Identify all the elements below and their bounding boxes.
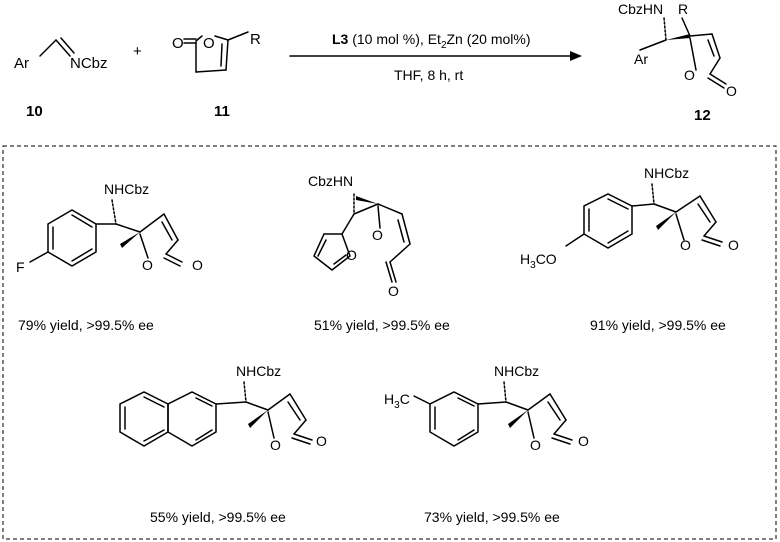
ex5-ring-o: O (530, 437, 541, 453)
example-5-structure: NHCbz H3C O O (384, 363, 589, 453)
reactant-imine: Ar NCbz 10 (14, 37, 108, 120)
example-3-structure: NHCbz H3CO O O (520, 165, 739, 271)
example-2-yield: 51% yield, >99.5% ee (314, 317, 450, 333)
furanone-r-label: R (250, 31, 261, 48)
product-ar-label: Ar (634, 51, 648, 67)
example-2-structure: CbzHN O O O (308, 173, 411, 299)
ex3-ring-o: O (680, 237, 691, 253)
conditions-line-2: THF, 8 h, rt (394, 67, 463, 83)
ex2-furan-o: O (346, 247, 357, 263)
catalyst-label: L3 (332, 31, 349, 47)
product-ring-o: O (684, 67, 695, 83)
product-cbzhn-label: CbzHN (618, 1, 663, 17)
ex1-carbonyl-o: O (192, 257, 203, 273)
plus-sign: + (133, 43, 142, 60)
furanone-carbonyl-o: O (172, 35, 184, 52)
ex4-carbonyl-o: O (316, 433, 327, 449)
ex4-nhcbz-label: NHCbz (236, 363, 281, 379)
ex3-methoxy-label: H3CO (520, 251, 557, 271)
catalyst-loading: (10 mol %), Et (348, 31, 441, 47)
example-4-structure: NHCbz O O (119, 363, 327, 453)
imine-ar-label: Ar (14, 55, 29, 72)
ex5-carbonyl-o: O (578, 433, 589, 449)
conditions-line-1: L3 (10 mol %), Et2Zn (20 mol%) (332, 31, 531, 51)
furanone-ring-o: O (203, 35, 215, 52)
ex5-methyl-label: H3C (384, 391, 410, 411)
ex4-ring-o: O (270, 437, 281, 453)
ex2-cbzhn-label: CbzHN (308, 173, 353, 189)
reaction-arrow (289, 51, 582, 61)
ex1-nhcbz-label: NHCbz (104, 181, 149, 197)
substrate-scope-box (2, 145, 777, 540)
example-5-yield: 73% yield, >99.5% ee (424, 509, 560, 525)
example-1-structure: NHCbz F O O (16, 181, 203, 275)
ex1-fluoro-label: F (16, 259, 25, 275)
ex2-ring-o: O (372, 227, 383, 243)
example-3-yield: 91% yield, >99.5% ee (590, 317, 726, 333)
compound-number-12: 12 (694, 107, 711, 124)
product-12: CbzHN R Ar O O 12 (618, 1, 737, 124)
et2-subscript: 2 (441, 40, 447, 51)
ex1-ring-o: O (142, 257, 153, 273)
product-carbonyl-o: O (726, 83, 737, 99)
imine-ncbz-label: NCbz (70, 55, 108, 72)
product-r-label: R (678, 1, 688, 17)
zinc-loading: Zn (20 mol%) (447, 31, 531, 47)
compound-number-11: 11 (214, 103, 230, 120)
ex3-carbonyl-o: O (728, 237, 739, 253)
ex5-nhcbz-label: NHCbz (494, 363, 539, 379)
ex3-nhcbz-label: NHCbz (644, 165, 689, 181)
reactant-furanone: O O R 11 (172, 31, 261, 120)
ex2-carbonyl-o: O (388, 283, 399, 299)
example-4-yield: 55% yield, >99.5% ee (150, 509, 286, 525)
compound-number-10: 10 (26, 103, 43, 120)
example-1-yield: 79% yield, >99.5% ee (18, 317, 154, 333)
